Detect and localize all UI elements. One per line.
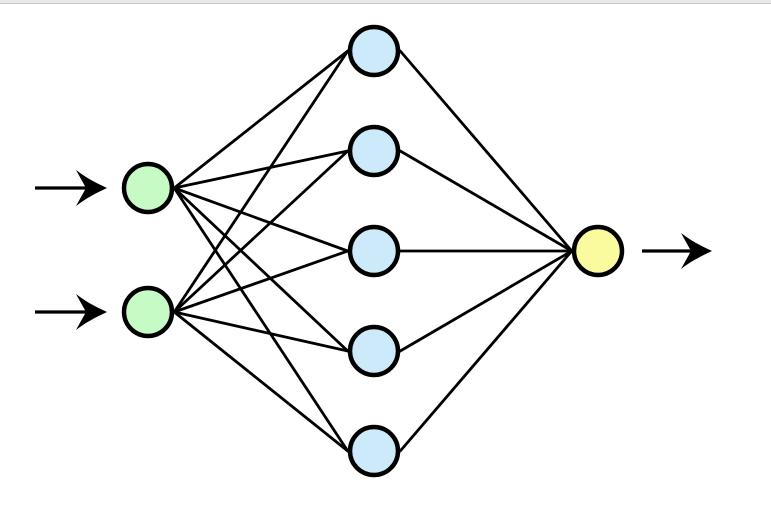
edge-input-1-to-hidden-5 (172, 186, 350, 453)
node-hidden-5 (347, 424, 401, 478)
node-input-1 (121, 161, 175, 215)
edge-hidden-1-to-output-1 (398, 49, 574, 253)
arrows-group (35, 170, 712, 330)
node-output-1 (571, 224, 625, 278)
edge-input-2-to-hidden-4 (172, 310, 350, 353)
edge-hidden-5-to-output-1 (398, 249, 574, 453)
edge-input-2-to-hidden-2 (172, 149, 350, 314)
node-hidden-2 (347, 124, 401, 178)
node-hidden-1 (347, 24, 401, 78)
edge-input-1-to-hidden-4 (172, 186, 350, 353)
input-arrow-1-head-icon (76, 170, 107, 206)
edges-group (172, 49, 574, 453)
edge-input-1-to-hidden-2 (172, 149, 350, 190)
input-arrow-2-head-icon (76, 294, 107, 330)
edge-input-2-to-hidden-3 (172, 249, 350, 314)
edge-input-2-to-hidden-1 (172, 49, 350, 314)
edge-input-1-to-hidden-1 (172, 49, 350, 190)
nodes-group (121, 24, 625, 478)
window-top-edge-strip (0, 0, 771, 4)
edge-input-1-to-hidden-3 (172, 186, 350, 253)
node-hidden-4 (347, 324, 401, 378)
node-hidden-3 (347, 224, 401, 278)
output-arrow-head-icon (681, 233, 712, 269)
edge-hidden-2-to-output-1 (398, 149, 574, 253)
edge-input-2-to-hidden-5 (172, 310, 350, 453)
node-input-2 (121, 285, 175, 339)
edge-hidden-4-to-output-1 (398, 249, 574, 353)
